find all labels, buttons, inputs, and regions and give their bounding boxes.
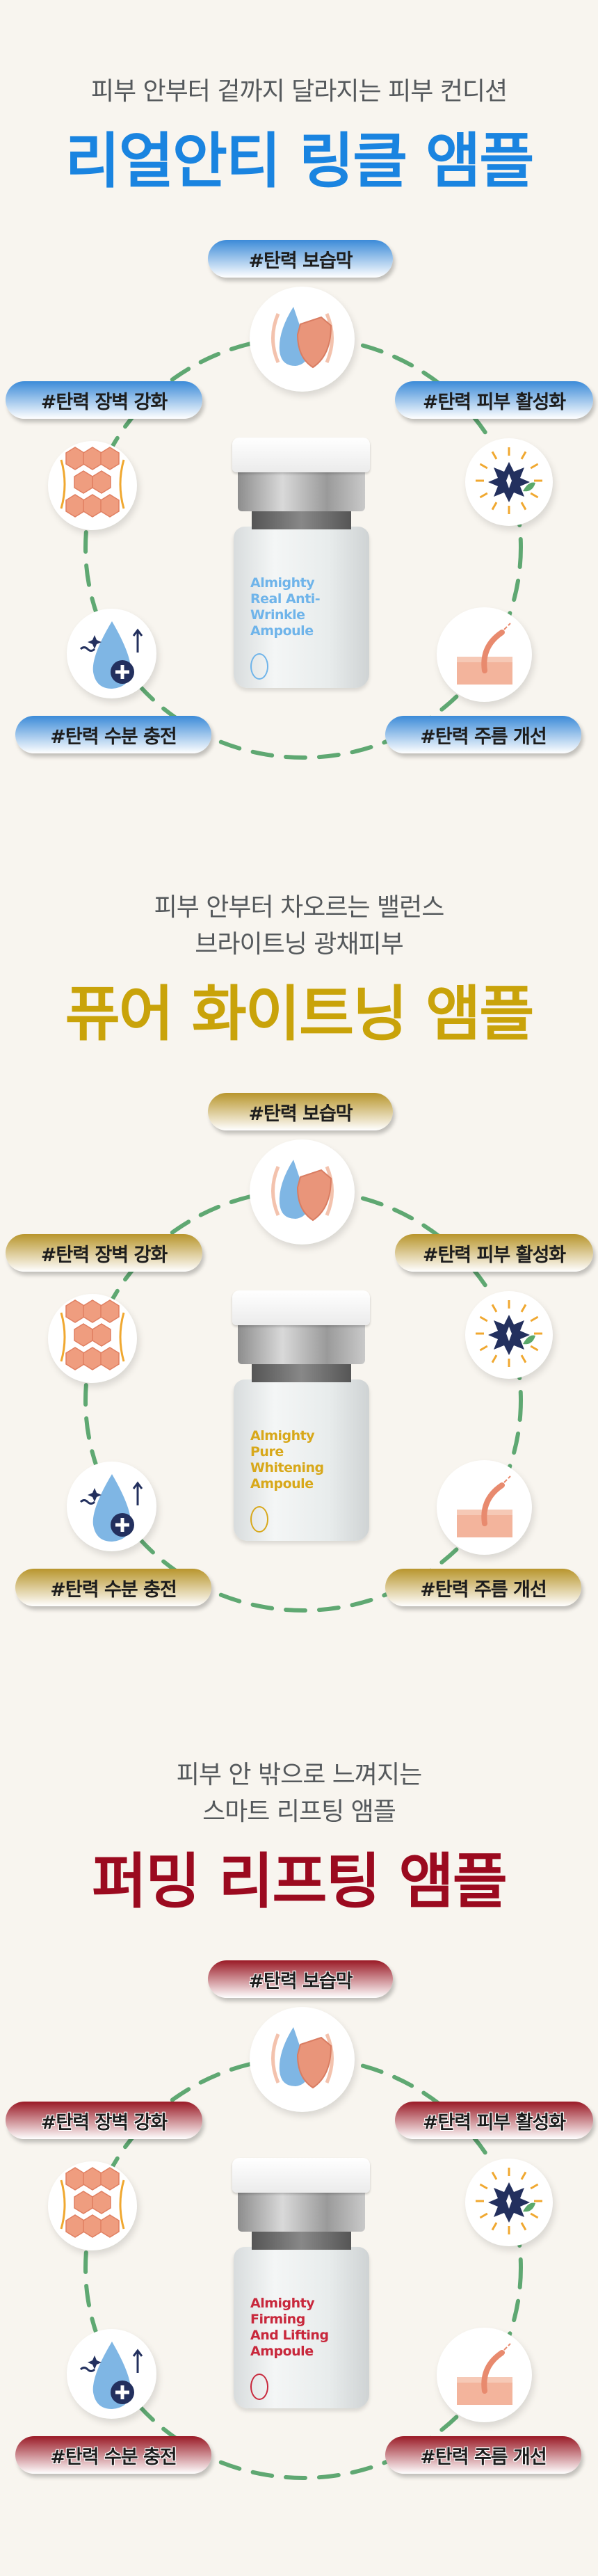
feature-circle	[67, 609, 156, 698]
bottle-cap	[232, 1290, 370, 1325]
bottle-neck	[252, 1363, 351, 1382]
logo-oval	[250, 1506, 268, 1533]
bottle-cap	[232, 2158, 370, 2193]
logo-oval	[250, 2374, 268, 2400]
feature-circle	[437, 607, 532, 702]
feature-circle	[250, 1139, 355, 1245]
badge-left: #탄력 장벽 강화	[6, 1234, 202, 1272]
product-title: 리얼안티 링클 앰플	[65, 127, 535, 196]
badge-bottom-left: #탄력 수분 충전	[15, 2436, 211, 2474]
feature-circle	[48, 2161, 137, 2250]
badge-bottom-left: #탄력 수분 충전	[15, 1569, 211, 1606]
feature-circle	[48, 441, 137, 530]
starburst-leaf-icon	[474, 1295, 544, 1375]
badge-bottom-right: #탄력 주름 개선	[385, 1569, 581, 1606]
feature-circle	[437, 1460, 532, 1555]
bottle-band	[238, 471, 365, 511]
starburst-leaf-icon	[474, 442, 544, 522]
bottle-band	[238, 1324, 365, 1364]
shield-drop-icon	[264, 2017, 341, 2103]
subtitle-line: 피부 안부터 차오르는 밸런스	[154, 893, 445, 922]
bottle-label-line: Ampoule	[250, 1476, 314, 1491]
badge-right: #탄력 피부 활성화	[395, 2102, 593, 2139]
badge-left: #탄력 장벽 강화	[6, 2102, 202, 2139]
product-title: 퍼밍 리프팅 앰플	[92, 1847, 508, 1917]
feature-circle	[465, 1291, 553, 1379]
bottle-label-line: Real Anti-Wrinkle	[250, 591, 321, 623]
bottle-band	[238, 2191, 365, 2232]
badge-top: #탄력 보습막	[208, 1093, 393, 1130]
skin-layer-icon	[450, 2339, 519, 2411]
bottle-neck	[252, 2230, 351, 2250]
subtitle-line: 피부 안 밖으로 느껴지는	[176, 1761, 423, 1789]
water-drop-plus-icon	[74, 611, 150, 697]
subtitle: 피부 안부터 겉까지 달라지는 피부 컨디션	[0, 0, 598, 110]
subtitle-line: 브라이트닝 광채피부	[195, 930, 404, 959]
feature-circle	[67, 1462, 156, 1551]
badge-top: #탄력 보습막	[208, 1960, 393, 1998]
badge-right: #탄력 피부 활성화	[395, 381, 593, 419]
bottle-label-line: Almighty	[250, 1428, 315, 1443]
badge-top: #탄력 보습막	[208, 240, 393, 278]
honeycomb-icon	[58, 1299, 127, 1378]
bottle-label-line: And Lifting	[250, 2328, 329, 2343]
bottle-label-line: Firming	[250, 2312, 305, 2327]
water-drop-plus-icon	[74, 1464, 150, 1550]
logo-oval	[250, 653, 268, 680]
bottle-cap	[232, 438, 370, 472]
feature-circle	[67, 2329, 156, 2419]
feature-circle	[465, 2159, 553, 2246]
bottle-label-line: Pure	[250, 1444, 284, 1459]
badge-right: #탄력 피부 활성화	[395, 1234, 593, 1272]
feature-circle	[437, 2328, 532, 2422]
honeycomb-icon	[58, 446, 127, 525]
badge-left: #탄력 장벽 강화	[6, 381, 202, 419]
bottle-label-line: Whitening	[250, 1460, 324, 1475]
shield-drop-icon	[264, 1149, 341, 1235]
bottle-label-line: Ampoule	[250, 623, 314, 639]
badge-bottom-left: #탄력 수분 충전	[15, 716, 211, 753]
starburst-leaf-icon	[474, 2163, 544, 2242]
badge-bottom-right: #탄력 주름 개선	[385, 2436, 581, 2474]
feature-circle	[465, 438, 553, 526]
subtitle-line: 스마트 리프팅 앰플	[202, 1798, 396, 1826]
bottle-label-line: Ampoule	[250, 2344, 314, 2359]
feature-circle	[48, 1294, 137, 1383]
bottle-label-line: Almighty	[250, 575, 315, 591]
subtitle-line: 피부 안부터 겉까지 달라지는 피부 컨디션	[90, 77, 508, 106]
skin-layer-icon	[450, 618, 519, 691]
shield-drop-icon	[264, 296, 341, 383]
water-drop-plus-icon	[74, 2331, 150, 2417]
product-title: 퓨어 화이트닝 앰플	[65, 979, 535, 1049]
badge-bottom-right: #탄력 주름 개선	[385, 716, 581, 753]
bottle-neck	[252, 510, 351, 529]
skin-layer-icon	[450, 1471, 519, 1544]
feature-circle	[250, 2007, 355, 2112]
honeycomb-icon	[58, 2166, 127, 2246]
bottle-label-line: Almighty	[250, 2296, 315, 2311]
product-section-1: 피부 안부터 겉까지 달라지는 피부 컨디션 리얼안티 링클 앰플 Almigh…	[0, 0, 598, 856]
feature-circle	[250, 287, 355, 392]
